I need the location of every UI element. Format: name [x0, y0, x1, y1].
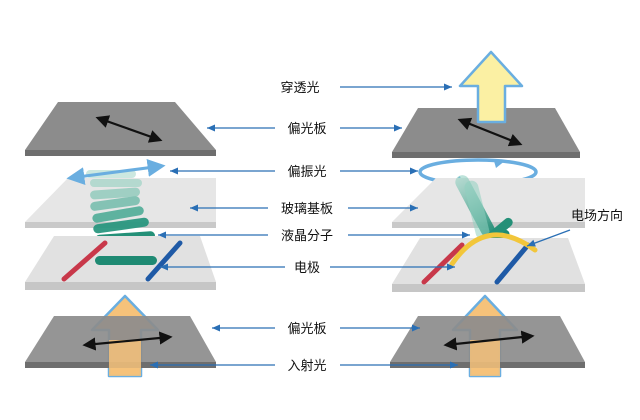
label-electrode: 电极 [294, 261, 320, 276]
right-electrode-red [421, 242, 465, 285]
left-glass-substrate-bottom [25, 236, 216, 290]
polarization-axis-icon [443, 330, 535, 351]
left-stack [25, 102, 216, 378]
label-polarized-light: 偏振光 [287, 165, 326, 180]
label-glass-substrate: 玻璃基板 [281, 202, 333, 217]
polarization-axis-icon [457, 117, 523, 147]
label-transmitted-light: 穿透光 [280, 80, 319, 96]
label-liquid-crystal: 液晶分子 [281, 229, 333, 244]
right-electrode-blue [494, 242, 531, 285]
right-glass-substrate-bottom [392, 238, 585, 292]
label-polarizer-bottom: 偏光板 [287, 322, 326, 337]
left-polarized-light-arrow [66, 158, 166, 186]
left-electrode-red [61, 240, 108, 282]
right-transmitted-light-arrow [458, 50, 524, 124]
center-annotations: 穿透光 偏光板 偏振光 玻璃基板 液晶分子 电极 偏光板 入射光 电场方向 [150, 80, 623, 374]
electric-field-arc [449, 232, 538, 267]
polarization-axis-icon [95, 115, 163, 143]
right-bottom-polarizer [390, 316, 585, 376]
left-top-polarizer [25, 102, 216, 156]
label-polarizer-top: 偏光板 [287, 122, 326, 137]
right-top-polarizer [392, 108, 580, 158]
left-bottom-polarizer [25, 316, 216, 376]
label-field-direction: 电场方向 [571, 208, 623, 224]
right-stack [390, 50, 585, 378]
left-electrode-blue [145, 240, 183, 282]
polarization-axis-icon [82, 331, 173, 351]
label-incident-light: 入射光 [287, 358, 326, 374]
